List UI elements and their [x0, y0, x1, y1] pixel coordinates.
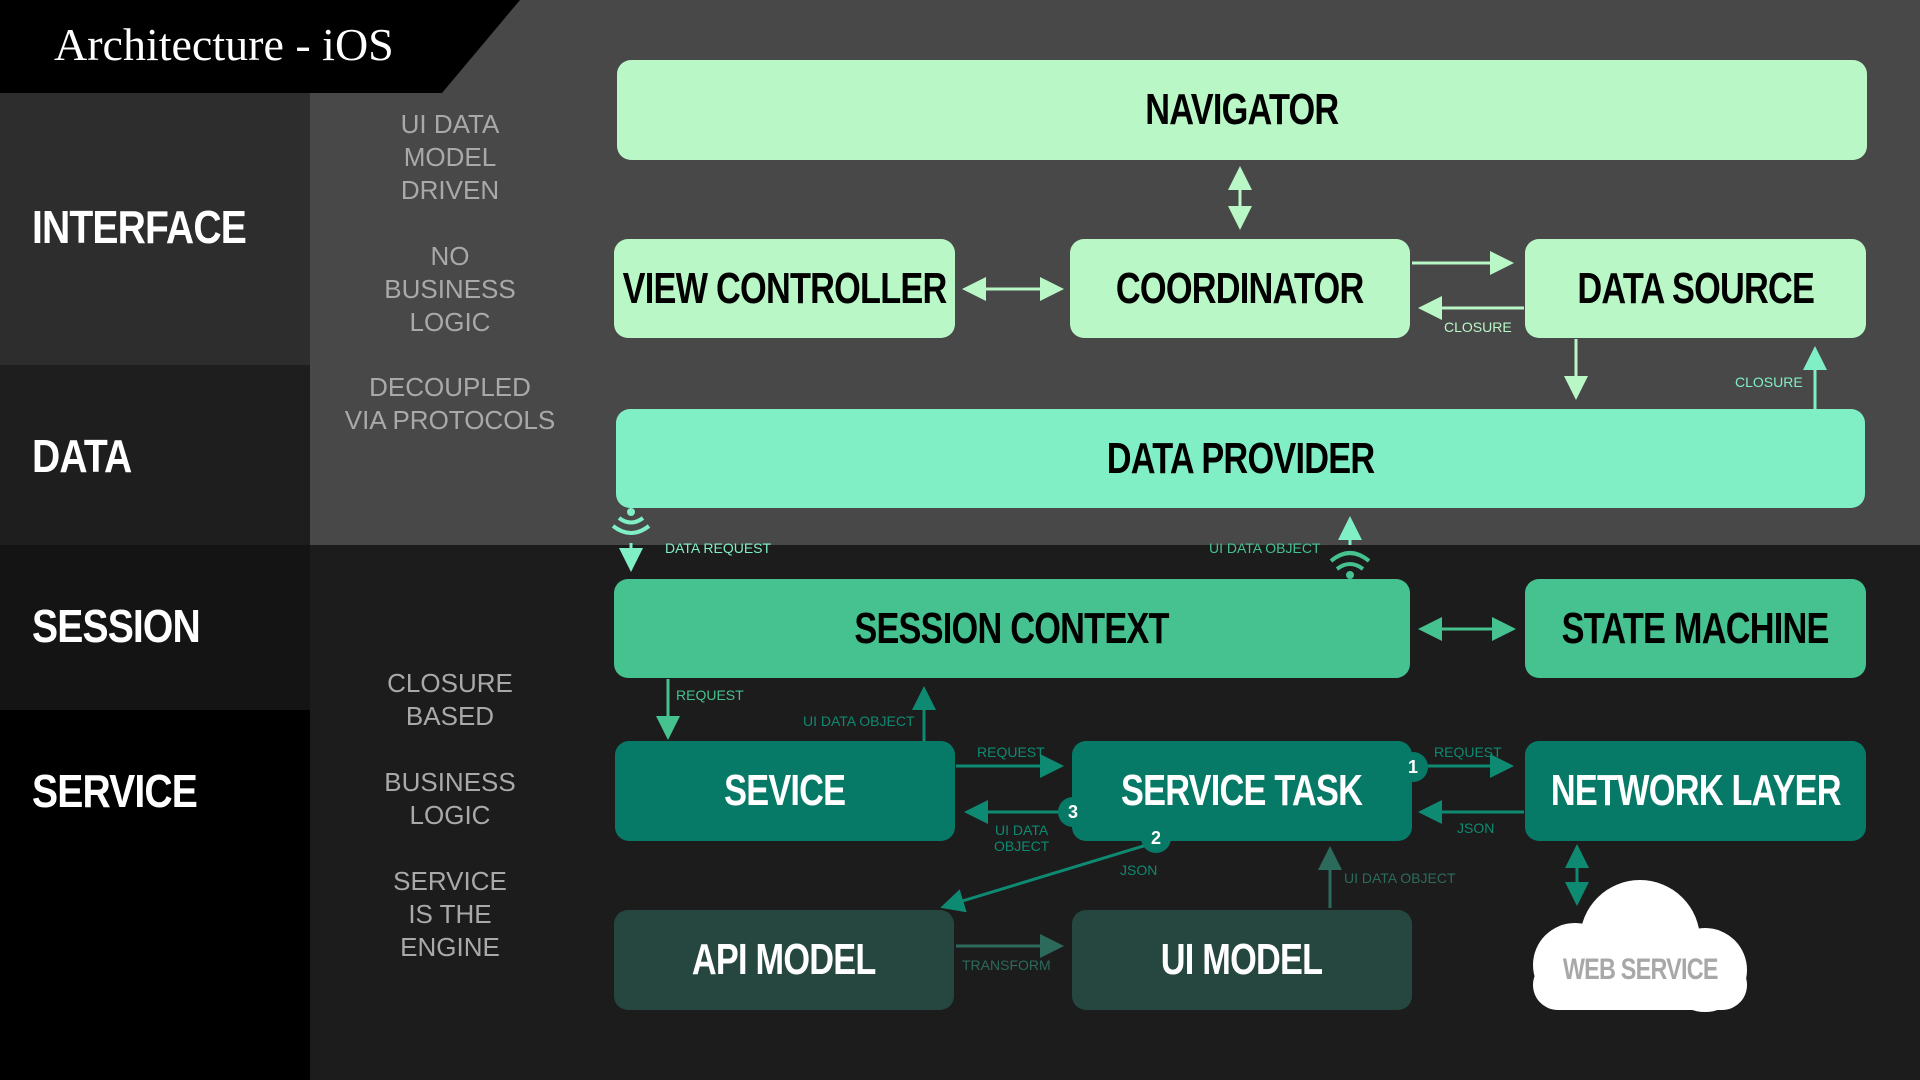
layer-interface: INTERFACE [0, 88, 310, 365]
data-provider-box[interactable]: DATA PROVIDER [616, 409, 1865, 508]
coordinator-label: COORDINATOR [1116, 263, 1364, 313]
label-transform: TRANSFORM [962, 957, 1051, 973]
note-business-logic: BUSINESS LOGIC [384, 767, 516, 830]
layer-session: SESSION [0, 545, 310, 710]
data-provider-label: DATA PROVIDER [1106, 433, 1375, 483]
note-service-is-the-engine: SERVICE IS THE ENGINE [393, 866, 507, 962]
ui-model-label: UI MODEL [1161, 935, 1323, 984]
label-api-json: JSON [1120, 862, 1158, 878]
data-source-box[interactable]: DATA SOURCE [1525, 239, 1866, 338]
page-title: Architecture - iOS [54, 19, 394, 70]
label-closure-coordinator: CLOSURE [1444, 319, 1512, 335]
layer-label-session: SESSION [32, 600, 201, 652]
state-machine-box[interactable]: STATE MACHINE [1525, 579, 1866, 678]
session-context-label: SESSION CONTEXT [854, 603, 1170, 653]
ui-model-box[interactable]: UI MODEL [1072, 910, 1412, 1010]
label-closure-dataprovider: CLOSURE [1735, 374, 1803, 390]
title-band [0, 0, 520, 93]
note-ui-data-model-driven: UI DATA MODEL DRIVEN [400, 109, 500, 205]
service-box[interactable]: SEVICE [615, 741, 955, 841]
label-ui-model-ui-data-object: UI DATA OBJECT [1344, 870, 1456, 886]
view-controller-label: VIEW CONTROLLER [622, 263, 948, 313]
note-decoupled-via-protocols: DECOUPLED VIA PROTOCOLS [344, 372, 556, 435]
label-service-ui-data-object: UI DATA OBJECT [803, 713, 915, 729]
note-no-business-logic: NO BUSINESS LOGIC [384, 241, 516, 337]
layer-data: DATA [0, 365, 310, 545]
api-model-box[interactable]: API MODEL [614, 910, 954, 1010]
layer-label-service: SERVICE [32, 765, 198, 817]
view-controller-box[interactable]: VIEW CONTROLLER [614, 239, 955, 338]
label-data-request: DATA REQUEST [665, 540, 772, 556]
label-network-request: REQUEST [1434, 744, 1502, 760]
arrow-servicetask-apimodel-json [940, 842, 1151, 913]
api-model-label: API MODEL [692, 935, 876, 984]
network-layer-label: NETWORK LAYER [1550, 766, 1842, 815]
step-badge-1: 1 [1398, 752, 1428, 782]
navigator-box[interactable]: NAVIGATOR [617, 60, 1867, 160]
label-ui-data-object-top: UI DATA OBJECT [1209, 540, 1321, 556]
web-service-label: WEB SERVICE [1562, 953, 1719, 986]
label-task-service-ui-data-object: UI DATA OBJECT [994, 822, 1050, 854]
session-context-box[interactable]: SESSION CONTEXT [614, 579, 1410, 678]
state-machine-label: STATE MACHINE [1562, 603, 1830, 653]
note-closure-based: CLOSURE BASED [387, 668, 513, 731]
service-label: SEVICE [724, 766, 846, 815]
cloud-icon [1533, 880, 1747, 1012]
layer-service: SERVICE [0, 710, 310, 1080]
web-service-node[interactable]: WEB SERVICE [1533, 910, 1747, 1010]
wifi-icon-data-request [611, 508, 651, 535]
navigator-label: NAVIGATOR [1145, 85, 1339, 134]
wifi-icon-ui-data-object [1329, 551, 1371, 579]
label-network-json: JSON [1457, 820, 1495, 836]
service-task-label: SERVICE TASK [1121, 766, 1363, 815]
network-layer-box[interactable]: NETWORK LAYER [1525, 741, 1866, 841]
label-session-request: REQUEST [676, 687, 744, 703]
coordinator-box[interactable]: COORDINATOR [1070, 239, 1410, 338]
step-badge-3: 3 [1058, 797, 1088, 827]
service-task-box[interactable]: SERVICE TASK [1072, 741, 1412, 841]
step-badge-2: 2 [1141, 823, 1171, 853]
data-source-label: DATA SOURCE [1577, 263, 1815, 313]
label-service-task-request: REQUEST [977, 744, 1045, 760]
layer-label-data: DATA [32, 430, 132, 482]
layer-label-interface: INTERFACE [32, 201, 247, 253]
